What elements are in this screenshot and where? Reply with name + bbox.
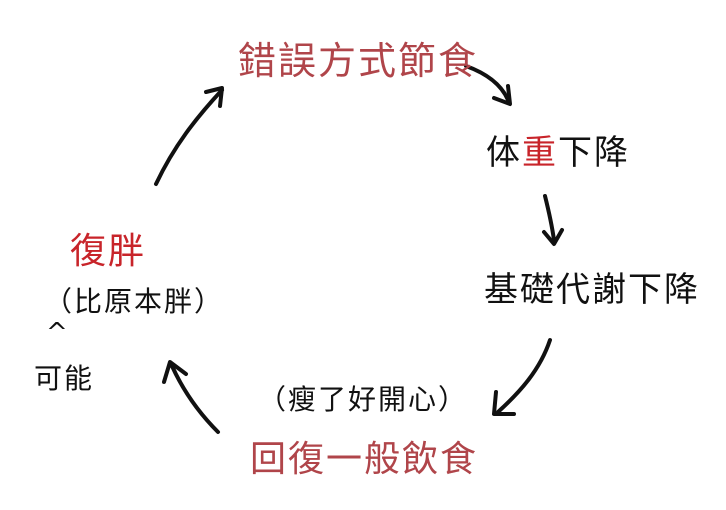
insertion-caret: ^ (46, 320, 70, 346)
arrow-left-to-top (154, 86, 224, 186)
note-happy-to-lose: （瘦了好開心） (258, 378, 468, 418)
node-rebound-label: 復胖 (70, 231, 147, 272)
node-wrong-dieting-label: 錯誤方式節食 (238, 39, 479, 83)
arrow-right1-to-right2 (542, 194, 564, 246)
node-rebound-subtext: （比原本胖） (44, 280, 224, 320)
node-rebound-subtext-label: （比原本胖） (44, 285, 225, 318)
arrow-bottom-to-left (162, 360, 220, 434)
node-weight-drop-suffix: 下降 (558, 133, 630, 173)
node-weight-drop-prefix: 体 (486, 133, 522, 173)
node-metabolism-drop-label: 基礎代謝下降 (484, 270, 700, 310)
arrow-top-to-right (464, 64, 512, 106)
aside-maybe-label: 可能 (34, 362, 95, 395)
node-resume-normal-diet-label: 回復一般飲食 (250, 439, 479, 480)
node-weight-drop-highlight: 重 (522, 133, 558, 173)
node-resume-normal-diet: 回復一般飲食 (250, 430, 478, 482)
aside-maybe: 可能 (34, 357, 94, 397)
node-wrong-dieting: 錯誤方式節食 (238, 30, 478, 85)
note-happy-to-lose-label: （瘦了好開心） (258, 383, 469, 416)
node-weight-drop: 体重下降 (486, 125, 630, 174)
insertion-caret-mark: ^ (46, 318, 70, 348)
node-rebound: 復胖 (70, 222, 146, 274)
node-metabolism-drop: 基礎代謝下降 (484, 262, 700, 311)
arrow-right2-to-bottom (492, 338, 552, 416)
